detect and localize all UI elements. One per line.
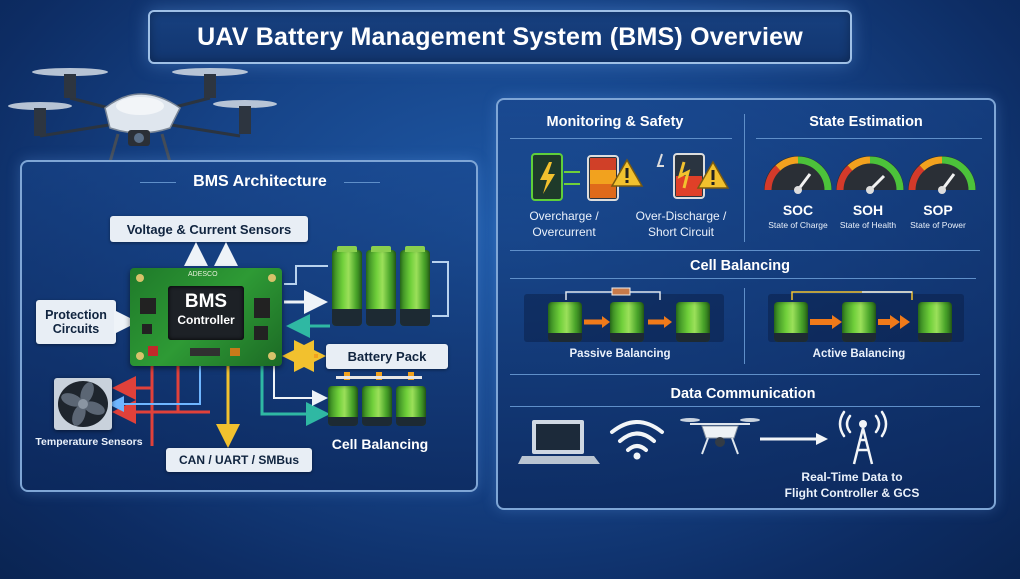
- fan-icon: [54, 378, 112, 430]
- battery-short-circuit-icon: [656, 153, 705, 199]
- controller-subtitle: Controller: [177, 313, 235, 327]
- controller-chip: BMS Controller: [168, 286, 244, 340]
- battery-pack-label: Battery Pack: [326, 344, 448, 369]
- data-comm-heading: Data Communication: [670, 386, 816, 402]
- title-banner: UAV Battery Management System (BMS) Over…: [148, 10, 852, 64]
- cell-balancing-heading: Cell Balancing: [690, 258, 790, 274]
- balancing-top-rule: [510, 250, 980, 251]
- sop-name: State of Power: [910, 220, 966, 230]
- passive-cell-2: [610, 302, 644, 342]
- voltage-current-sensors-label: Voltage & Current Sensors: [110, 216, 308, 242]
- battery-pack: [330, 246, 434, 328]
- soh-abbr: SOH: [852, 202, 884, 218]
- comm-top-rule: [510, 374, 980, 375]
- active-balancing-label: Active Balancing: [812, 348, 906, 360]
- state-rule: [756, 138, 982, 139]
- bms-controller-board: ADESCO BMS Controller: [130, 268, 282, 366]
- top-vertical-divider: [744, 114, 745, 242]
- cell-balancing-module: [326, 372, 432, 428]
- monitoring-heading: Monitoring & Safety: [546, 114, 684, 130]
- passive-cell-1: [548, 302, 582, 342]
- warning-icon: [610, 158, 644, 187]
- soc-abbr: SOC: [782, 202, 814, 218]
- temperature-sensors-label: Temperature Sensors: [35, 436, 143, 448]
- bus-label: CAN / UART / SMBus: [166, 448, 312, 472]
- active-cell-1: [774, 302, 808, 342]
- comm-caption-line2: Flight Controller & GCS: [784, 486, 920, 500]
- balancing-heading-rule: [510, 278, 976, 279]
- battery-charging-icon: [531, 153, 619, 201]
- gauge-icons: [764, 156, 976, 194]
- chip-brand: ADESCO: [188, 271, 218, 278]
- page-title: UAV Battery Management System (BMS) Over…: [197, 22, 803, 51]
- comm-arrow: [760, 433, 828, 445]
- sop-abbr: SOP: [923, 202, 953, 218]
- passive-cell-3: [676, 302, 710, 342]
- heading-rule-right: [344, 182, 380, 183]
- monitoring-rule: [510, 138, 732, 139]
- soh-name: State of Health: [839, 220, 897, 230]
- overdischarge-label: Over-Discharge / Short Circuit: [635, 209, 727, 239]
- comm-caption-line1: Real-Time Data to: [801, 470, 903, 484]
- wifi-icon: [610, 420, 664, 460]
- state-estimation-heading: State Estimation: [809, 114, 923, 130]
- architecture-heading: BMS Architecture: [193, 173, 327, 190]
- soc-name: State of Charge: [768, 220, 828, 230]
- protection-circuits-label: Protection Circuits: [36, 300, 116, 344]
- warning-icon-2: [696, 160, 730, 189]
- active-cell-2: [842, 302, 876, 342]
- drone-small-icon: [680, 418, 760, 455]
- comm-heading-rule: [510, 406, 980, 407]
- laptop-icon: [518, 420, 600, 464]
- cell-balancing-label: Cell Balancing: [331, 436, 429, 452]
- drone-icon: [8, 68, 277, 163]
- heading-rule-left: [140, 182, 176, 183]
- overcharge-label: Overcharge / Overcurrent: [529, 209, 599, 239]
- passive-balancing-label: Passive Balancing: [569, 348, 671, 360]
- active-cell-3: [918, 302, 952, 342]
- controller-title: BMS: [184, 291, 228, 312]
- antenna-tower-icon: [838, 410, 888, 465]
- balancing-vertical-divider: [744, 288, 745, 364]
